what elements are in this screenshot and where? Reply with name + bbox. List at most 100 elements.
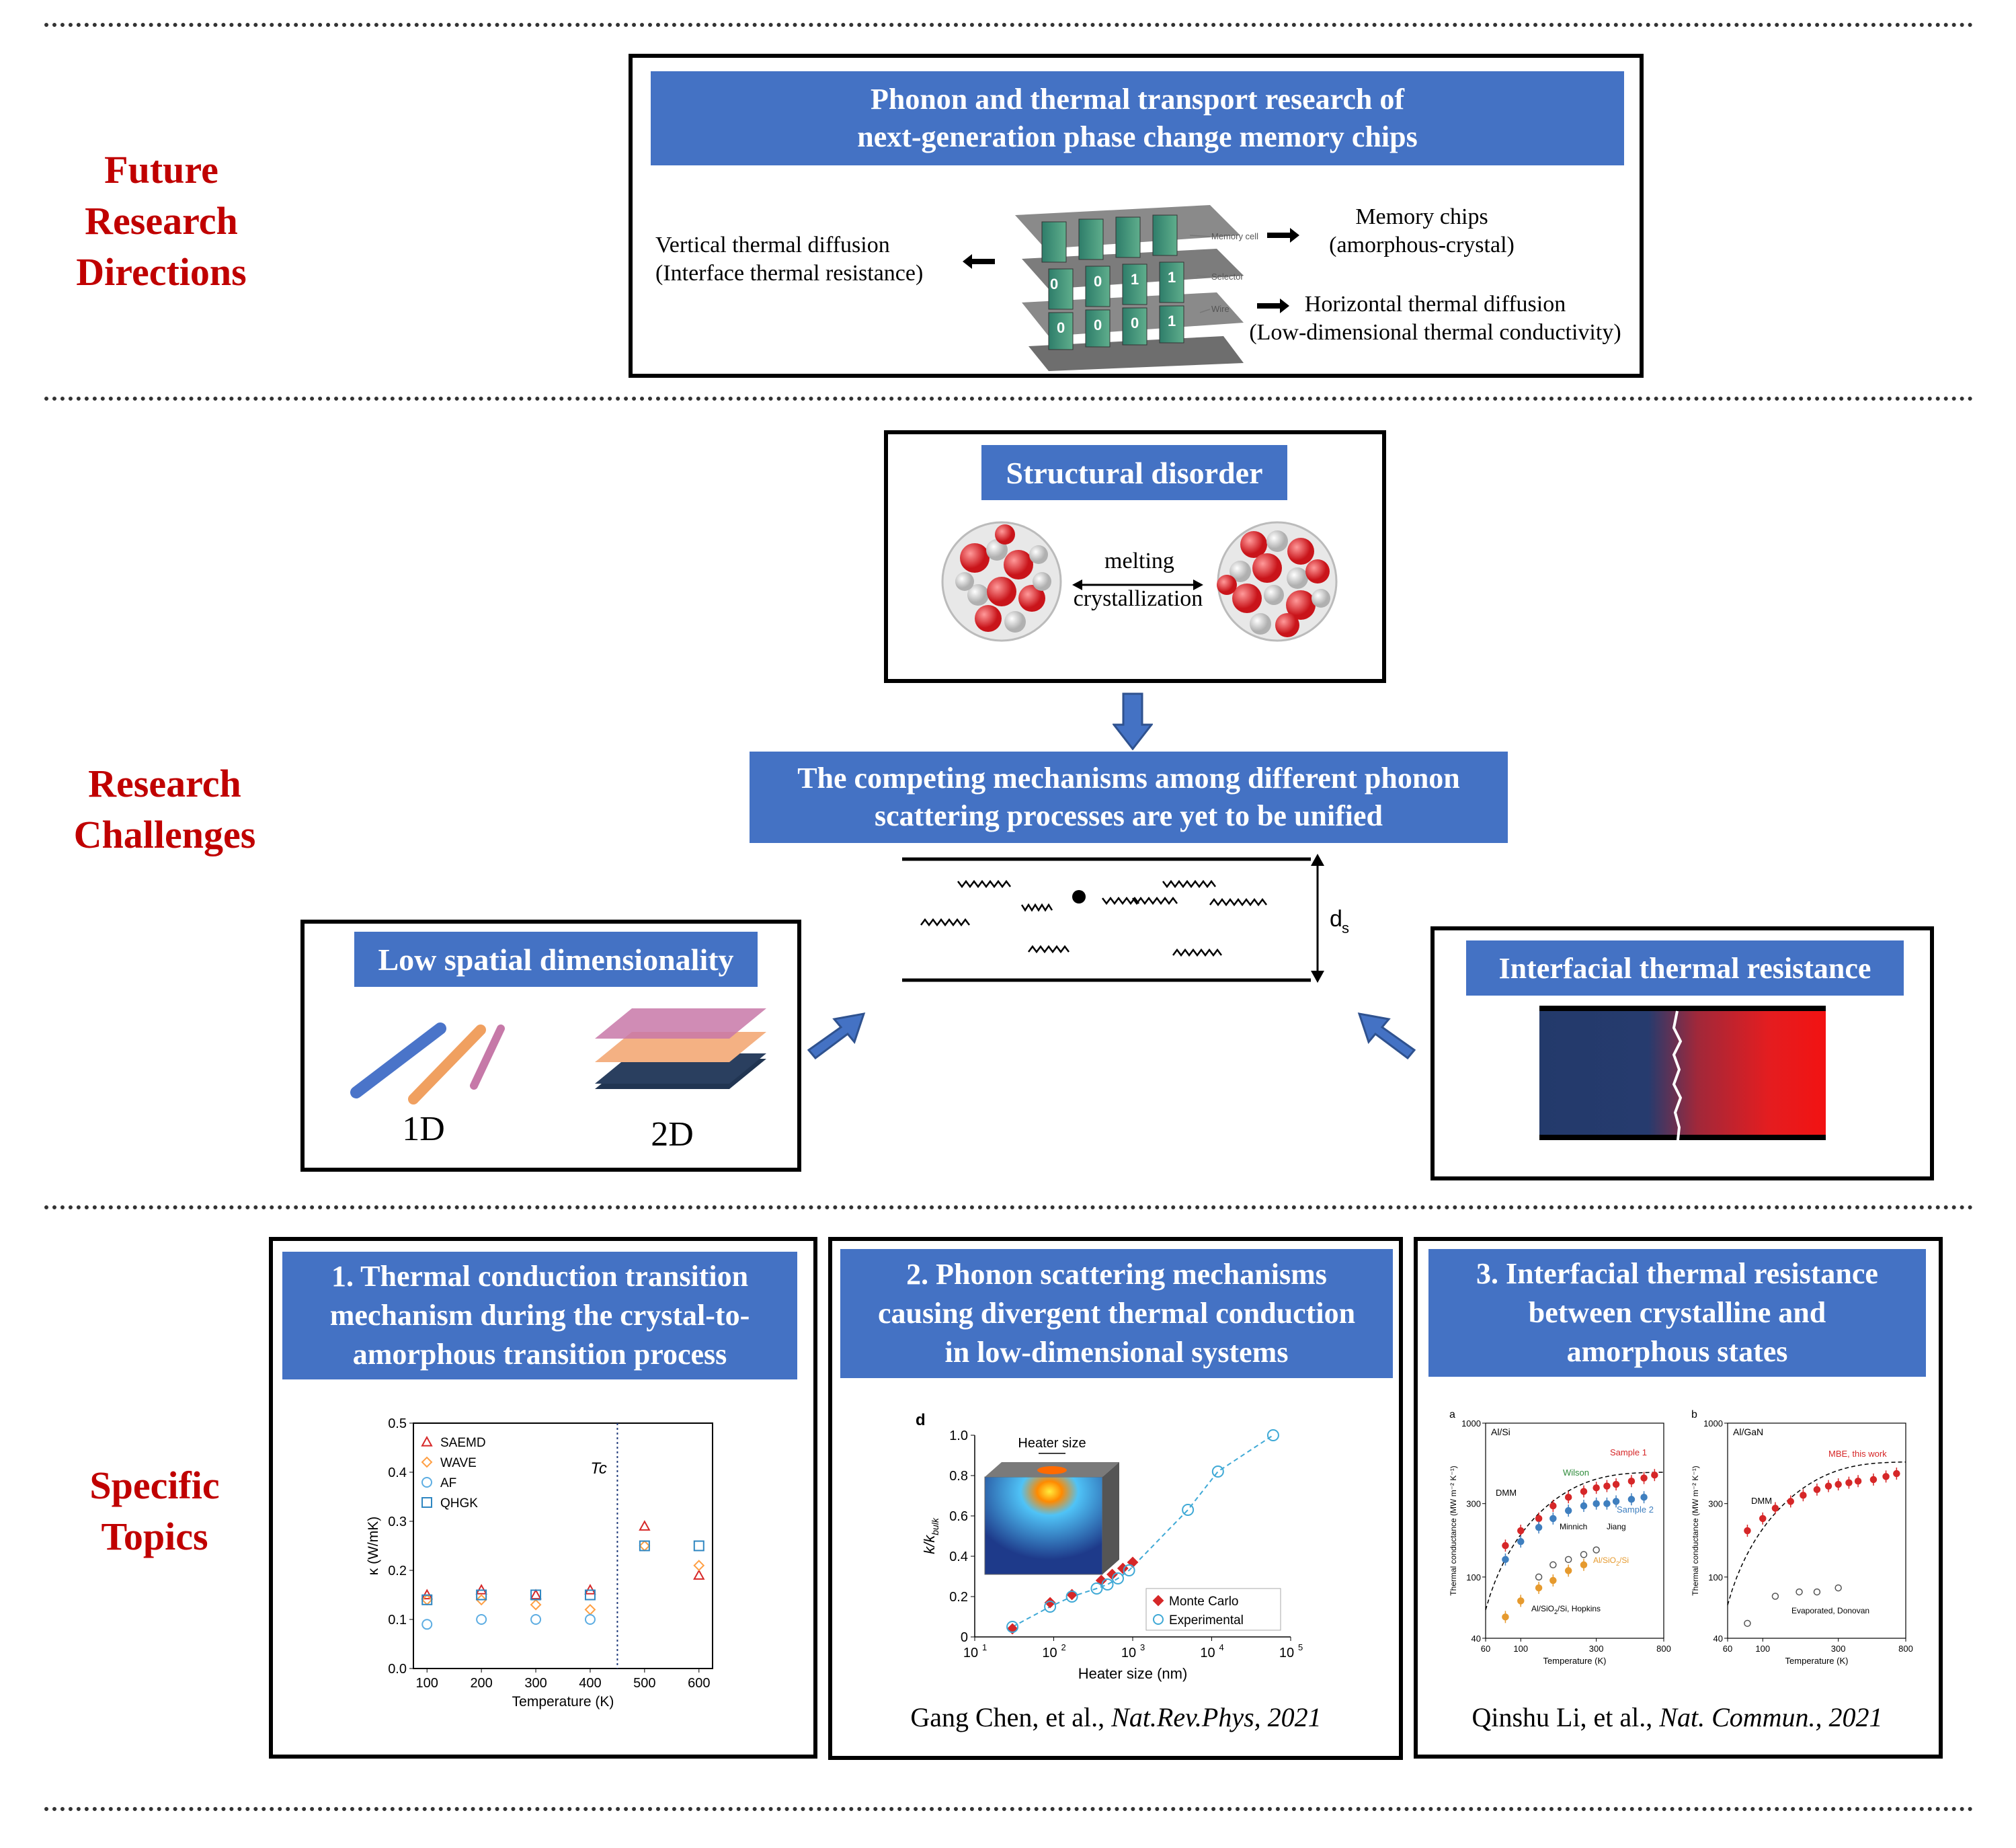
chart2-xtick-label: 10 [963, 1646, 978, 1660]
chart2-xtick-label: 10 [1042, 1646, 1057, 1660]
horizontal-diffusion-text: Horizontal thermal diffusion (Low-dimens… [1249, 292, 1621, 345]
chart2-inset-block [984, 1476, 1103, 1575]
phonon-scattering-diagram: d s [902, 854, 1349, 983]
chart3a-label-alsio2-part: /Si [1619, 1556, 1629, 1565]
chart3b-point [1893, 1470, 1900, 1478]
interface-gradient-illustration [1539, 1006, 1826, 1140]
chart3b-point [1796, 1588, 1803, 1596]
chart3a-ytick-label: 300 [1466, 1499, 1481, 1509]
chart2-ytick-label: 1.0 [949, 1429, 968, 1443]
chip-bit-4: 1 [1168, 269, 1176, 286]
separator-2 [44, 1205, 1974, 1209]
chart3a-ytick-label: 40 [1471, 1634, 1481, 1644]
chart3b-label-mbe: MBE, this work [1828, 1449, 1887, 1459]
topic-3-citation-journal: Nat. Commun. [1659, 1702, 1816, 1732]
separator-bottom [44, 1807, 1974, 1811]
diagonal-arrow-icon-left [807, 1012, 866, 1060]
ds-label: d [1330, 906, 1342, 932]
separator-top [44, 23, 1974, 27]
chart1-ytick-label: 0.0 [388, 1662, 407, 1677]
chart3a-label-jiang: Jiang [1607, 1522, 1626, 1531]
chart1-frame [413, 1422, 713, 1669]
melting-label: melting [1104, 549, 1174, 573]
molecule-illustration [941, 521, 1338, 642]
chart3b-point [1759, 1515, 1767, 1523]
chart2-inset-heater [1037, 1466, 1067, 1474]
chip-label-selector: Selector [1211, 272, 1244, 282]
chart1-ytick-label: 0.1 [388, 1613, 407, 1628]
chart3a-point [1517, 1537, 1525, 1545]
chart1-legend-marker [421, 1477, 432, 1488]
chart2-ylabel-main: k/k [921, 1535, 938, 1554]
future-directions-label: Future Research Directions [76, 148, 247, 294]
chart3a-point [1517, 1527, 1525, 1535]
chart3a-ytick-label: 100 [1466, 1572, 1481, 1582]
chart1-legend-label: QHGK [440, 1496, 478, 1511]
chart3b-label-dmm: DMM [1751, 1496, 1772, 1506]
chart3a-point [1651, 1471, 1658, 1479]
chart3b-point [1834, 1584, 1842, 1592]
chart1-point [530, 1589, 542, 1600]
chart3a-point [1549, 1561, 1557, 1569]
arrow-left-icon [963, 254, 995, 269]
chart3a-label-hopkins: Al/SiO2/Si, Hopkins [1531, 1604, 1601, 1615]
chart3a-point [1603, 1482, 1611, 1490]
chart2-legend-label: Experimental [1169, 1613, 1244, 1628]
chart3b-ytick-label: 1000 [1703, 1418, 1723, 1429]
chart3a-point [1592, 1500, 1600, 1507]
topic-2-title: 2. Phonon scattering mechanisms causing … [840, 1249, 1393, 1378]
chart3a-xtick-label: 300 [1589, 1644, 1604, 1654]
chart3a-point [1592, 1546, 1600, 1554]
chip-bit-3: 1 [1131, 271, 1139, 288]
chart1-legend-label: WAVE [440, 1456, 477, 1470]
chart3b-point [1813, 1588, 1821, 1596]
chart2-legend-box [1145, 1588, 1281, 1631]
chart2-xtick-label: 10 [1121, 1646, 1136, 1660]
chart2-ytick-label: 0.8 [949, 1469, 968, 1484]
chip-label-memory-cell: Memory cell [1211, 231, 1258, 241]
chart2-xtick-label: 10 [1279, 1646, 1294, 1660]
chart3b-label-donovan: Evaporated, Donovan [1791, 1606, 1869, 1615]
chart1-ytick-label: 0.4 [388, 1465, 407, 1480]
chart3a-point [1549, 1502, 1557, 1510]
chart3b-point [1854, 1477, 1862, 1485]
chart1-ytick-label: 0.3 [388, 1515, 407, 1529]
chart3a-label-hopkins-part: Al/SiO [1531, 1604, 1554, 1613]
chart2-legend-marker [1152, 1595, 1164, 1607]
chart3b-ytick-label: 300 [1708, 1499, 1723, 1509]
chart3a-label-sample2: Sample 2 [1617, 1504, 1654, 1515]
chart1-point [639, 1540, 650, 1552]
chart1-legend-label: AF [440, 1476, 456, 1490]
crystallization-label: crystallization [1073, 586, 1203, 611]
chart2-ytick-label: 0.2 [949, 1590, 968, 1605]
chart3a-label-wilson: Wilson [1563, 1468, 1589, 1478]
chart2-point [1006, 1621, 1019, 1633]
chart2-point [1044, 1597, 1056, 1609]
topic-1-title: 1. Thermal conduction transition mechani… [282, 1252, 797, 1379]
chart1-point [530, 1614, 542, 1625]
chart2-point [1112, 1572, 1125, 1584]
chart3b-xlabel: Temperature (K) [1785, 1656, 1849, 1666]
topic-3-citation: Qinshu Li, et al., Nat. Commun., 2021 [1418, 1701, 1936, 1734]
chart1-point [639, 1540, 651, 1552]
down-arrow-icon [1113, 692, 1153, 750]
chart3a-label-hopkins-part: /Si, Hopkins [1558, 1604, 1601, 1613]
chart3b-xtick-label: 300 [1831, 1644, 1846, 1654]
chart1-legend-marker [421, 1456, 433, 1468]
chart1-point [639, 1520, 651, 1531]
chart1-ytick-label: 0.5 [388, 1416, 407, 1431]
chart1-xtick-label: 300 [524, 1676, 547, 1691]
chart3a-point [1564, 1493, 1572, 1501]
chart3b-point [1800, 1491, 1807, 1499]
topic-2-citation-journal: Nat.Rev.Phys [1111, 1702, 1254, 1732]
chart3b-point [1813, 1486, 1821, 1494]
chart1-xtick-label: 100 [416, 1676, 438, 1691]
chart1-point [530, 1589, 542, 1601]
label-2d: 2D [651, 1115, 694, 1154]
chart3a-point [1549, 1515, 1557, 1523]
chart3a-xlabel: Temperature (K) [1543, 1656, 1607, 1666]
chart3a-panel-title: Al/Si [1491, 1427, 1510, 1437]
chart3a-point [1502, 1556, 1509, 1564]
